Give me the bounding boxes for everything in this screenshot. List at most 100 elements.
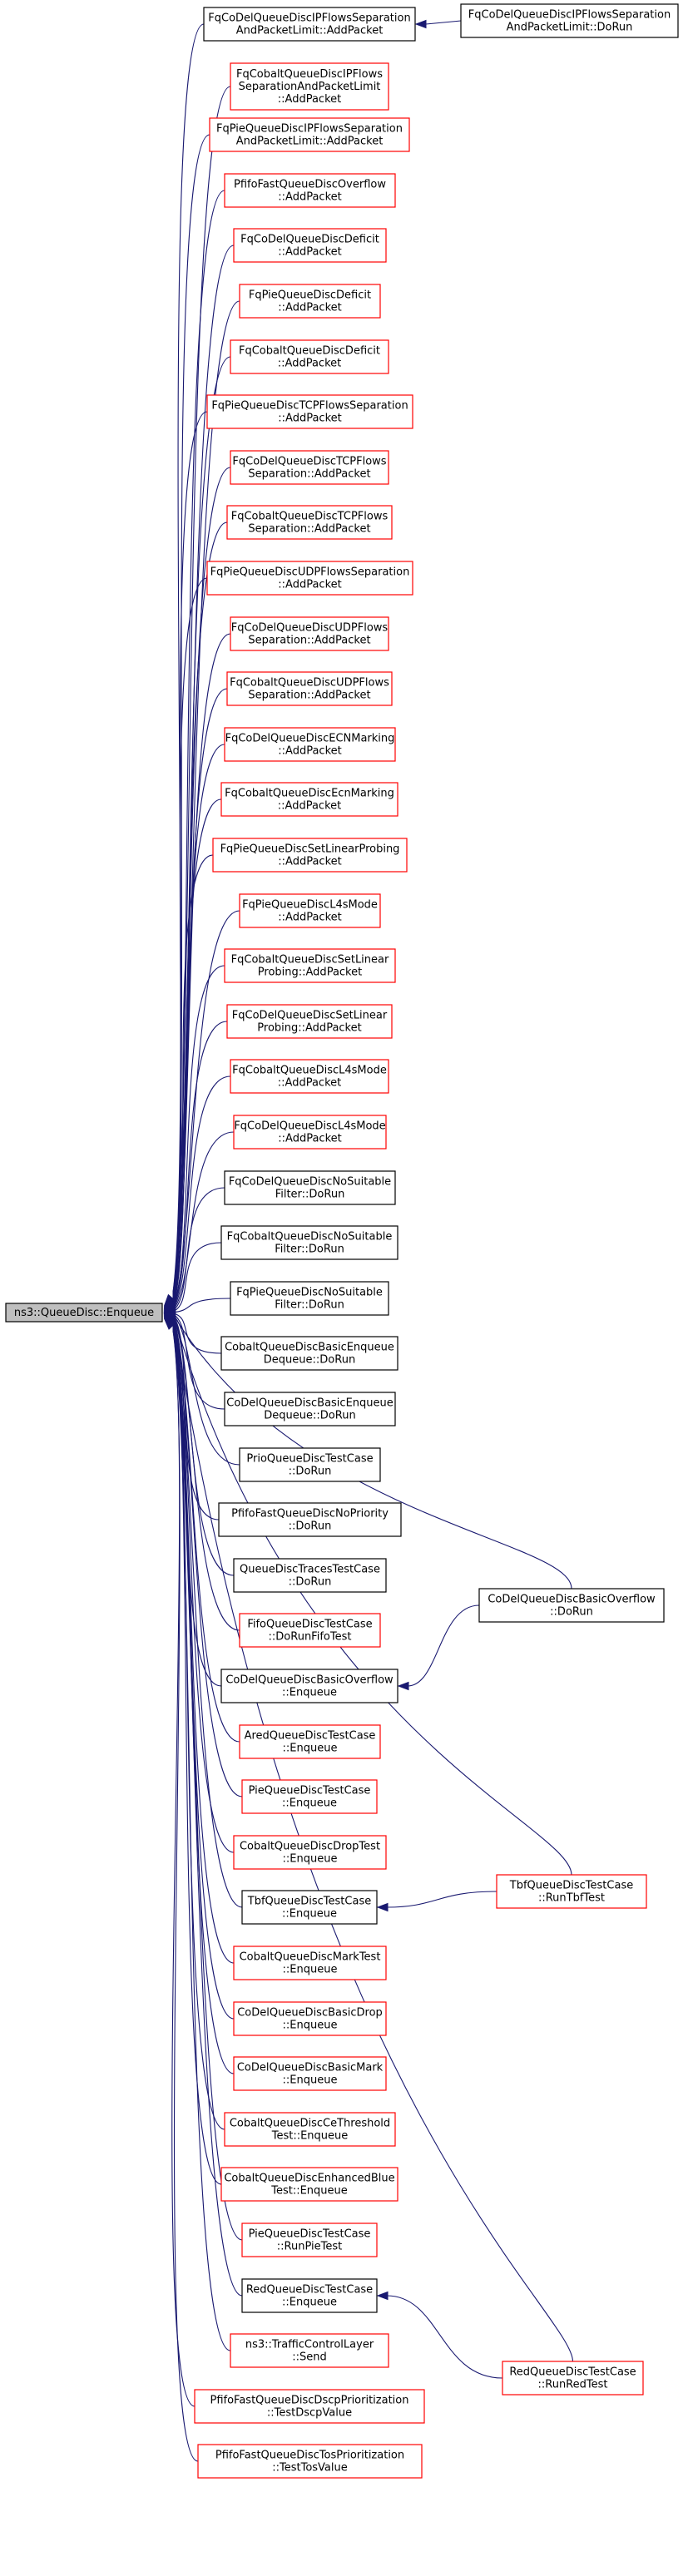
node-label-line: ::Send [292, 2351, 327, 2364]
graph-node-n4[interactable]: FqCoDelQueueDiscDeficit::AddPacket [233, 228, 387, 263]
graph-node-n33[interactable]: CobaltQueueDiscDropTest::Enqueue [233, 1835, 387, 1870]
graph-node-n8[interactable]: FqCoDelQueueDiscTCPFlowsSeparation::AddP… [230, 450, 389, 485]
node-box [239, 1447, 381, 1482]
graph-node-n40[interactable]: PieQueueDiscTestCase::RunPieTest [241, 2222, 378, 2257]
edge-arrowhead [414, 19, 427, 29]
graph-node-m3[interactable]: RedQueueDiscTestCase::RunRedTest [502, 2361, 644, 2396]
graph-node-root[interactable]: ns3::QueueDisc::Enqueue [5, 1303, 163, 1323]
node-label-line: SeparationAndPacketLimit [239, 81, 381, 93]
graph-node-n31[interactable]: AredQueueDiscTestCase::Enqueue [239, 1724, 381, 1759]
node-label-line: ::AddPacket [278, 579, 341, 591]
graph-node-n28[interactable]: QueueDiscTracesTestCase::DoRun [233, 1558, 387, 1593]
edge-line [172, 1313, 572, 1876]
graph-node-n16[interactable]: FqPieQueueDiscL4sMode::AddPacket [239, 893, 381, 928]
graph-node-n35[interactable]: CobaltQueueDiscMarkTest::Enqueue [233, 1946, 387, 1980]
graph-node-n29[interactable]: FifoQueueDiscTestCase::DoRunFifoTest [239, 1613, 381, 1648]
graph-node-n5[interactable]: FqPieQueueDiscDeficit::AddPacket [239, 284, 381, 319]
graph-node-n18[interactable]: FqCoDelQueueDiscSetLinearProbing::AddPac… [226, 1004, 393, 1039]
node-label-line: ::AddPacket [278, 912, 341, 924]
node-label-line: FqCoDelQueueDiscUDPFlows [231, 622, 389, 635]
node-box [233, 2056, 387, 2091]
node-box [220, 1669, 398, 1703]
node-box [220, 1225, 398, 1260]
graph-node-n3[interactable]: PfifoFastQueueDiscOverflow::AddPacket [224, 173, 396, 208]
node-label-line: FqCoDelQueueDiscDeficit [240, 234, 379, 246]
node-box [212, 838, 408, 873]
graph-node-n24[interactable]: CobaltQueueDiscBasicEnqueueDequeue::DoRu… [220, 1336, 398, 1371]
graph-node-n26[interactable]: PrioQueueDiscTestCase::DoRun [239, 1447, 381, 1482]
node-label-line: QueueDiscTracesTestCase [240, 1564, 380, 1576]
node-label-line: PfifoFastQueueDiscTosPrioritization [215, 2450, 404, 2462]
node-label-line: ::DoRun [289, 1466, 332, 1478]
graph-node-n9[interactable]: FqCobaltQueueDiscTCPFlowsSeparation::Add… [226, 505, 393, 540]
graph-node-n41[interactable]: RedQueueDiscTestCase::Enqueue [241, 2278, 378, 2313]
graph-node-m0[interactable]: FqCoDelQueueDiscIPFlowsSeparationAndPack… [460, 3, 679, 38]
graph-node-n32[interactable]: PieQueueDiscTestCase::Enqueue [241, 1779, 378, 1814]
graph-node-n13[interactable]: FqCoDelQueueDiscECNMarking::AddPacket [224, 727, 396, 762]
node-label-line: CobaltQueueDiscBasicEnqueue [225, 1342, 394, 1354]
graph-node-m2[interactable]: TbfQueueDiscTestCase::RunTbfTest [496, 1874, 647, 1909]
node-label-line: RedQueueDiscTestCase [509, 2366, 636, 2379]
node-label-line: Test::Enqueue [271, 2130, 349, 2143]
graph-node-n36[interactable]: CoDelQueueDiscBasicDrop::Enqueue [233, 2001, 387, 2036]
node-box [230, 1281, 389, 1316]
graph-node-n43[interactable]: PfifoFastQueueDiscDscpPrioritization::Te… [194, 2389, 425, 2424]
node-label-line: AndPacketLimit::AddPacket [236, 136, 384, 148]
node-box [233, 1558, 387, 1593]
edge-n12-to-root [163, 688, 228, 1310]
node-label-line: ::RunPieTest [277, 2241, 342, 2253]
graph-node-n2[interactable]: FqPieQueueDiscIPFlowsSeparationAndPacket… [209, 117, 410, 152]
edge-arrowhead [376, 1902, 389, 1912]
graph-node-n7[interactable]: FqPieQueueDiscTCPFlowsSeparation::AddPac… [206, 394, 413, 429]
graph-node-n10[interactable]: FqPieQueueDiscUDPFlowsSeparation::AddPac… [206, 561, 413, 596]
graph-node-n42[interactable]: ns3::TrafficControlLayer::Send [230, 2333, 389, 2368]
graph-nodes: ns3::QueueDisc::Enqueue FqCoDelQueueDiscI… [5, 3, 679, 2479]
edge-line [172, 577, 208, 1301]
node-label-line: CoDelQueueDiscBasicOverflow [225, 1674, 393, 1687]
node-label-line: ::DoRunFifoTest [269, 1631, 352, 1644]
graph-node-n12[interactable]: FqCobaltQueueDiscUDPFlowsSeparation::Add… [226, 671, 393, 706]
node-label-line: PieQueueDiscTestCase [249, 1785, 371, 1797]
node-label-line: Probing::AddPacket [258, 967, 362, 979]
node-label-line: FqPieQueueDiscL4sMode [242, 899, 378, 912]
graph-node-n19[interactable]: FqCobaltQueueDiscL4sMode::AddPacket [230, 1059, 389, 1094]
graph-node-n30[interactable]: CoDelQueueDiscBasicOverflow::Enqueue [220, 1669, 398, 1703]
graph-node-n34[interactable]: TbfQueueDiscTestCase::Enqueue [241, 1890, 378, 1925]
graph-node-n20[interactable]: FqCoDelQueueDiscL4sMode::AddPacket [233, 1115, 387, 1150]
edge-m1-to-n30 [397, 1604, 480, 1691]
graph-node-n6[interactable]: FqCobaltQueueDiscDeficit::AddPacket [230, 339, 389, 374]
graph-node-n15[interactable]: FqPieQueueDiscSetLinearProbing::AddPacke… [212, 838, 408, 873]
graph-node-m1[interactable]: CoDelQueueDiscBasicOverflow::DoRun [478, 1588, 665, 1623]
node-label-line: FqPieQueueDiscDeficit [249, 289, 371, 302]
node-box [241, 2222, 378, 2257]
graph-node-n37[interactable]: CoDelQueueDiscBasicMark::Enqueue [233, 2056, 387, 2091]
graph-node-n0[interactable]: FqCoDelQueueDiscIPFlowsSeparationAndPack… [203, 7, 416, 42]
edge-line [386, 1891, 497, 1908]
edge-arrowhead [376, 2291, 389, 2301]
graph-node-n1[interactable]: FqCobaltQueueDiscIPFlowsSeparationAndPac… [230, 62, 389, 111]
graph-node-n14[interactable]: FqCobaltQueueDiscEcnMarking::AddPacket [220, 782, 398, 817]
graph-node-n11[interactable]: FqCoDelQueueDiscUDPFlowsSeparation::AddP… [230, 616, 389, 651]
edge-arrowhead [164, 1318, 176, 1330]
edge-line [172, 23, 205, 1293]
graph-node-n27[interactable]: PfifoFastQueueDiscNoPriority::DoRun [218, 1502, 402, 1537]
node-label-line: Separation::AddPacket [248, 635, 370, 647]
edge-m2-to-n34 [376, 1891, 497, 1912]
node-label-line: ::Enqueue [283, 2074, 338, 2087]
node-label-line: ::AddPacket [278, 1133, 341, 1145]
node-box [194, 2389, 425, 2424]
edge-line [172, 854, 214, 1306]
graph-node-n44[interactable]: PfifoFastQueueDiscTosPrioritization::Tes… [197, 2444, 423, 2479]
node-box [224, 1392, 396, 1426]
edge-line [172, 1131, 235, 1310]
graph-node-n17[interactable]: FqCobaltQueueDiscSetLinearProbing::AddPa… [224, 948, 396, 983]
node-label-line: ::AddPacket [278, 191, 341, 204]
node-box [478, 1588, 665, 1623]
